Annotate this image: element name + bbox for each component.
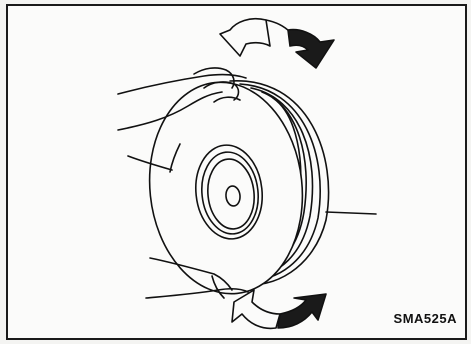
figure-frame: SMA525A bbox=[6, 4, 467, 340]
figure-code: SMA525A bbox=[394, 311, 457, 326]
axle-line bbox=[326, 212, 376, 214]
upper-rotation-arrow bbox=[220, 19, 334, 68]
lower-rotation-arrow bbox=[232, 290, 326, 328]
wheel-play-check-illustration bbox=[8, 6, 465, 338]
